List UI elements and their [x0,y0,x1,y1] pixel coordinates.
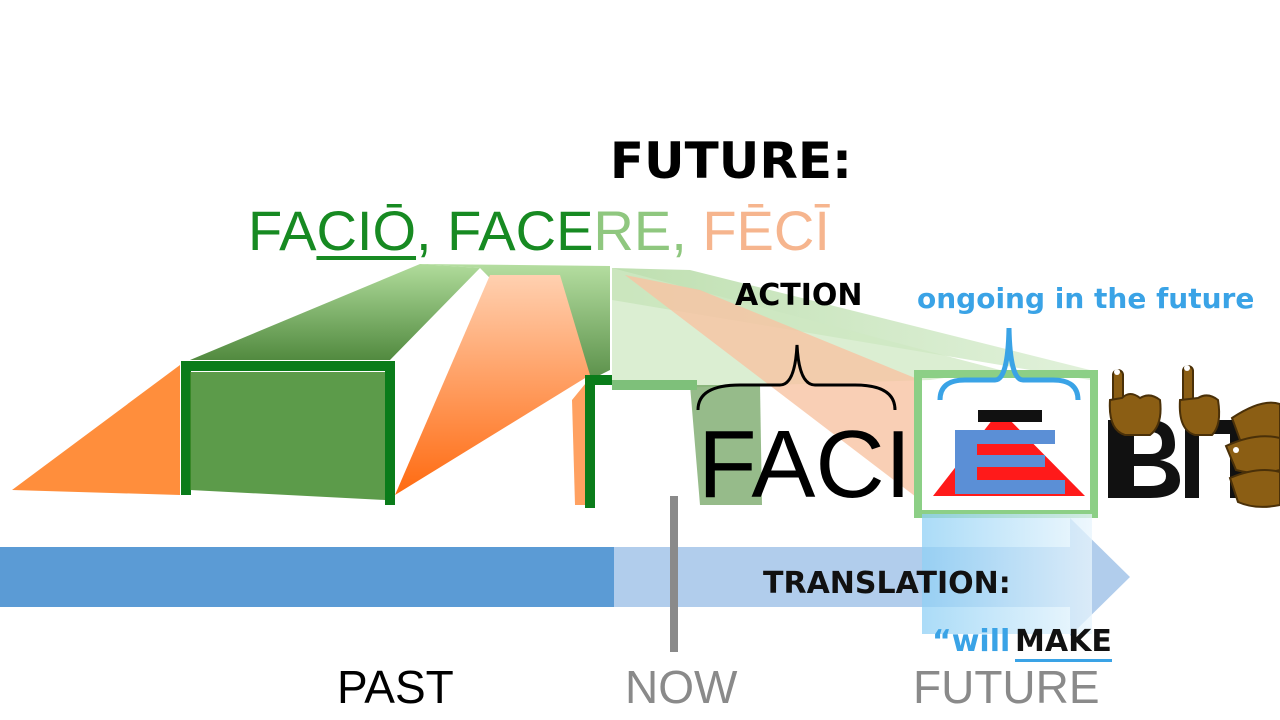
timeline-future-label: FUTURE [913,661,1100,713]
principal-part-2-stem: FACE [447,199,594,262]
timeline-past-label: PAST [337,661,454,713]
green-fill-1 [190,372,385,500]
principal-parts: FACIŌ, FACERE, FĒCĪ [248,198,830,263]
separator-2: , [671,199,703,262]
timeline-now-label: NOW [625,661,738,713]
ongoing-label: ongoing in the future [917,282,1255,315]
blue-e-letter [955,430,1065,494]
translation-make: MAKE [1015,624,1112,662]
action-label: ACTION [735,278,863,313]
now-marker-line [670,496,678,652]
separator-1: , [416,199,448,262]
principal-part-1-prefix: FA [248,199,317,262]
ongoing-brace [937,327,1081,401]
green-fade-projection [612,268,1090,380]
macron-bar [978,410,1042,422]
principal-part-2-ending: RE [593,199,672,262]
green-bracket-1 [181,361,395,505]
green-projection [190,264,480,360]
pointing-hands-icon [1224,401,1280,508]
verb-stem: FACI [698,411,912,518]
principal-part-1-stem: CIŌ [316,199,417,262]
tense-heading: FUTURE: [609,132,852,190]
action-brace [696,344,897,411]
pointing-hand-icon [1108,369,1162,436]
principal-part-3: FĒCĪ [702,199,830,262]
future-highlight-box [922,514,1092,634]
green-small-block [690,385,762,505]
green-bracket-2 [585,375,612,508]
orange-fan-right [625,275,920,500]
translation-will: “will [932,624,1011,659]
orange-ramp-mid [395,275,590,495]
timeline-past-bar [0,547,614,607]
pointing-hand-icon-2 [1178,365,1221,436]
translation-label: TRANSLATION: [763,566,1011,601]
orange-ramp-left [12,365,180,495]
light-green-bar [612,380,697,390]
